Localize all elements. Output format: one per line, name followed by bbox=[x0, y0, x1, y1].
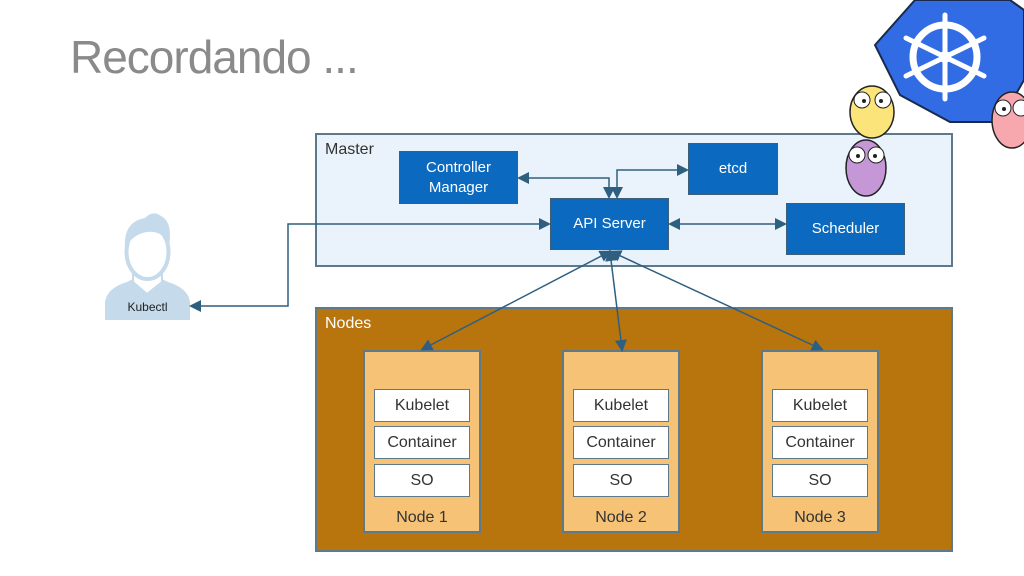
arrow-api-node3 bbox=[609, 250, 824, 351]
kubelet-layer: Kubelet bbox=[772, 389, 868, 422]
container-layer: Container bbox=[573, 426, 669, 459]
gopher-pink-icon bbox=[991, 91, 1024, 149]
kubelet-layer: Kubelet bbox=[573, 389, 669, 422]
node-2: Kubelet Container SO Node 2 bbox=[562, 350, 680, 533]
container-layer: Container bbox=[374, 426, 470, 459]
kubectl-label: Kubectl bbox=[127, 300, 168, 314]
gopher-yellow-icon bbox=[849, 85, 895, 139]
etcd-box: etcd bbox=[688, 143, 778, 195]
so-layer: SO bbox=[772, 464, 868, 497]
node-label: Node 2 bbox=[595, 509, 647, 526]
node-label: Node 3 bbox=[794, 509, 846, 526]
master-label: Master bbox=[325, 141, 374, 158]
kubelet-layer: Kubelet bbox=[374, 389, 470, 422]
so-layer: SO bbox=[573, 464, 669, 497]
node-label: Node 1 bbox=[396, 509, 448, 526]
container-layer: Container bbox=[772, 426, 868, 459]
api-server-box: API Server bbox=[550, 198, 669, 250]
kubectl-user: Kubectl bbox=[105, 210, 190, 320]
kubernetes-logo-icon bbox=[873, 0, 1024, 123]
user-icon bbox=[105, 213, 190, 320]
arrow-kubectl-api bbox=[189, 218, 551, 312]
node-1: Kubelet Container SO Node 1 bbox=[363, 350, 481, 533]
slide-title: Recordando ... bbox=[70, 31, 359, 83]
gopher-purple-icon bbox=[845, 139, 887, 197]
arrow-controller-api bbox=[517, 172, 615, 199]
node-3: Kubelet Container SO Node 3 bbox=[761, 350, 879, 533]
arrow-etcd-api bbox=[611, 164, 689, 199]
arrow-api-node1 bbox=[420, 250, 612, 351]
scheduler-box: Scheduler bbox=[786, 203, 905, 255]
nodes-label: Nodes bbox=[325, 315, 372, 332]
so-layer: SO bbox=[374, 464, 470, 497]
